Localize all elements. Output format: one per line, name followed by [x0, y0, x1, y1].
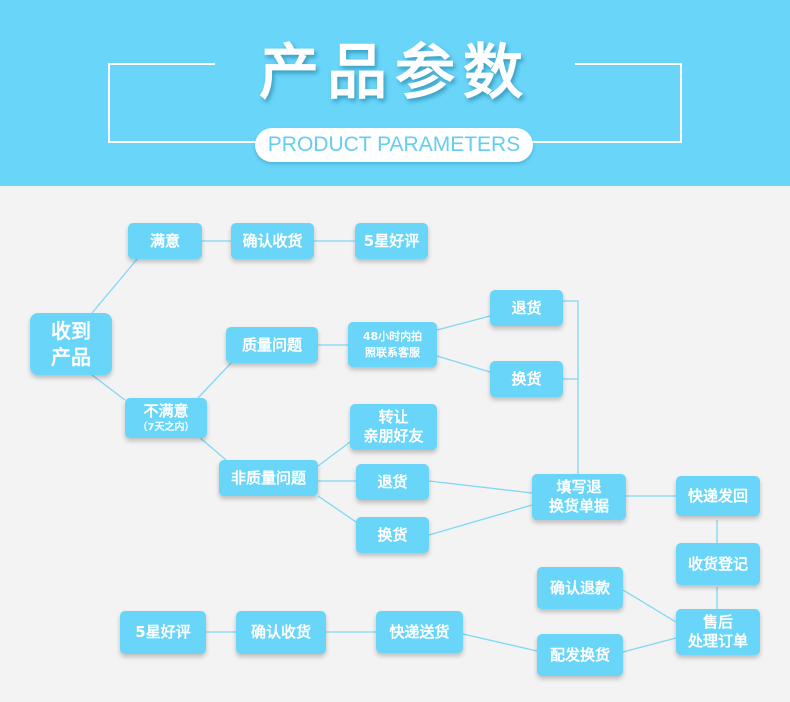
node-return-non-quality: 退货	[356, 464, 429, 500]
header-frame-gap	[215, 58, 575, 72]
node-transfer-friends-line1: 转让	[378, 408, 409, 426]
edge-returnb-form	[428, 480, 533, 494]
header-banner: 产品参数 PRODUCT PARAMETERS	[0, 0, 790, 186]
node-five-star-review-bottom: 5星好评	[120, 611, 206, 654]
node-receive-product-line2: 产品	[51, 345, 91, 369]
edge-contact-exchange	[436, 355, 491, 373]
node-fill-return-form-line1: 填写退	[556, 478, 602, 496]
node-quality-issue: 质量问题	[226, 327, 318, 363]
edge-exchangeb-form	[428, 504, 533, 536]
node-exchange-non-quality: 换货	[356, 517, 429, 553]
node-dispatch-exchange: 配发换货	[537, 634, 623, 676]
node-unsatisfied-label: 不满意	[143, 402, 189, 420]
page-title: 产品参数	[259, 38, 531, 108]
node-exchange-quality: 换货	[490, 361, 563, 397]
node-aftersale-processing-line2: 处理订单	[687, 632, 748, 650]
node-receive-product: 收到 产品	[30, 313, 112, 375]
edge-aftersale-refund	[622, 589, 677, 623]
edge-return-to-form	[563, 300, 579, 474]
node-aftersale-processing: 售后 处理订单	[676, 609, 760, 655]
node-transfer-friends-line2: 亲朋好友	[363, 427, 424, 445]
node-unsatisfied-note: （7天之内）	[137, 422, 195, 433]
node-satisfied: 满意	[128, 223, 202, 259]
node-ship-back: 快递发回	[676, 476, 760, 516]
edge-unsatisfied-quality	[197, 361, 233, 399]
edge-nonquality-transfer	[317, 441, 351, 467]
edge-nonquality-exchange	[317, 495, 357, 523]
edge-dispatch-express	[462, 633, 538, 652]
node-contact-service: 48小时内拍 照联系客服	[348, 322, 437, 367]
edge-contact-return	[436, 315, 491, 331]
node-express-delivery: 快递送货	[376, 611, 463, 653]
edge-aftersale-dispatch	[622, 637, 677, 653]
node-contact-service-line1: 48小时内拍	[362, 329, 423, 343]
node-fill-return-form: 填写退 换货单据	[532, 474, 626, 520]
node-unsatisfied: 不满意 （7天之内）	[125, 398, 207, 438]
node-confirm-refund: 确认退款	[537, 567, 623, 609]
node-non-quality-issue: 非质量问题	[219, 460, 318, 496]
node-fill-return-form-line2: 换货单据	[548, 497, 609, 515]
node-receipt-register: 收货登记	[676, 543, 760, 585]
node-confirm-receipt-bottom: 确认收货	[236, 611, 326, 654]
node-aftersale-processing-line1: 售后	[702, 613, 733, 631]
edge-receive-satisfied	[91, 257, 139, 314]
node-contact-service-line2: 照联系客服	[365, 345, 420, 359]
node-five-star-review-top: 5星好评	[355, 223, 428, 259]
edge-receive-unsatisfied	[91, 374, 126, 401]
node-confirm-receipt-top: 确认收货	[231, 223, 314, 259]
edge-unsatisfied-nonquality	[197, 435, 227, 461]
page-subtitle: PRODUCT PARAMETERS	[255, 128, 533, 162]
node-return-quality: 退货	[490, 290, 563, 326]
node-receive-product-line1: 收到	[51, 319, 91, 343]
node-transfer-friends: 转让 亲朋好友	[350, 404, 437, 450]
